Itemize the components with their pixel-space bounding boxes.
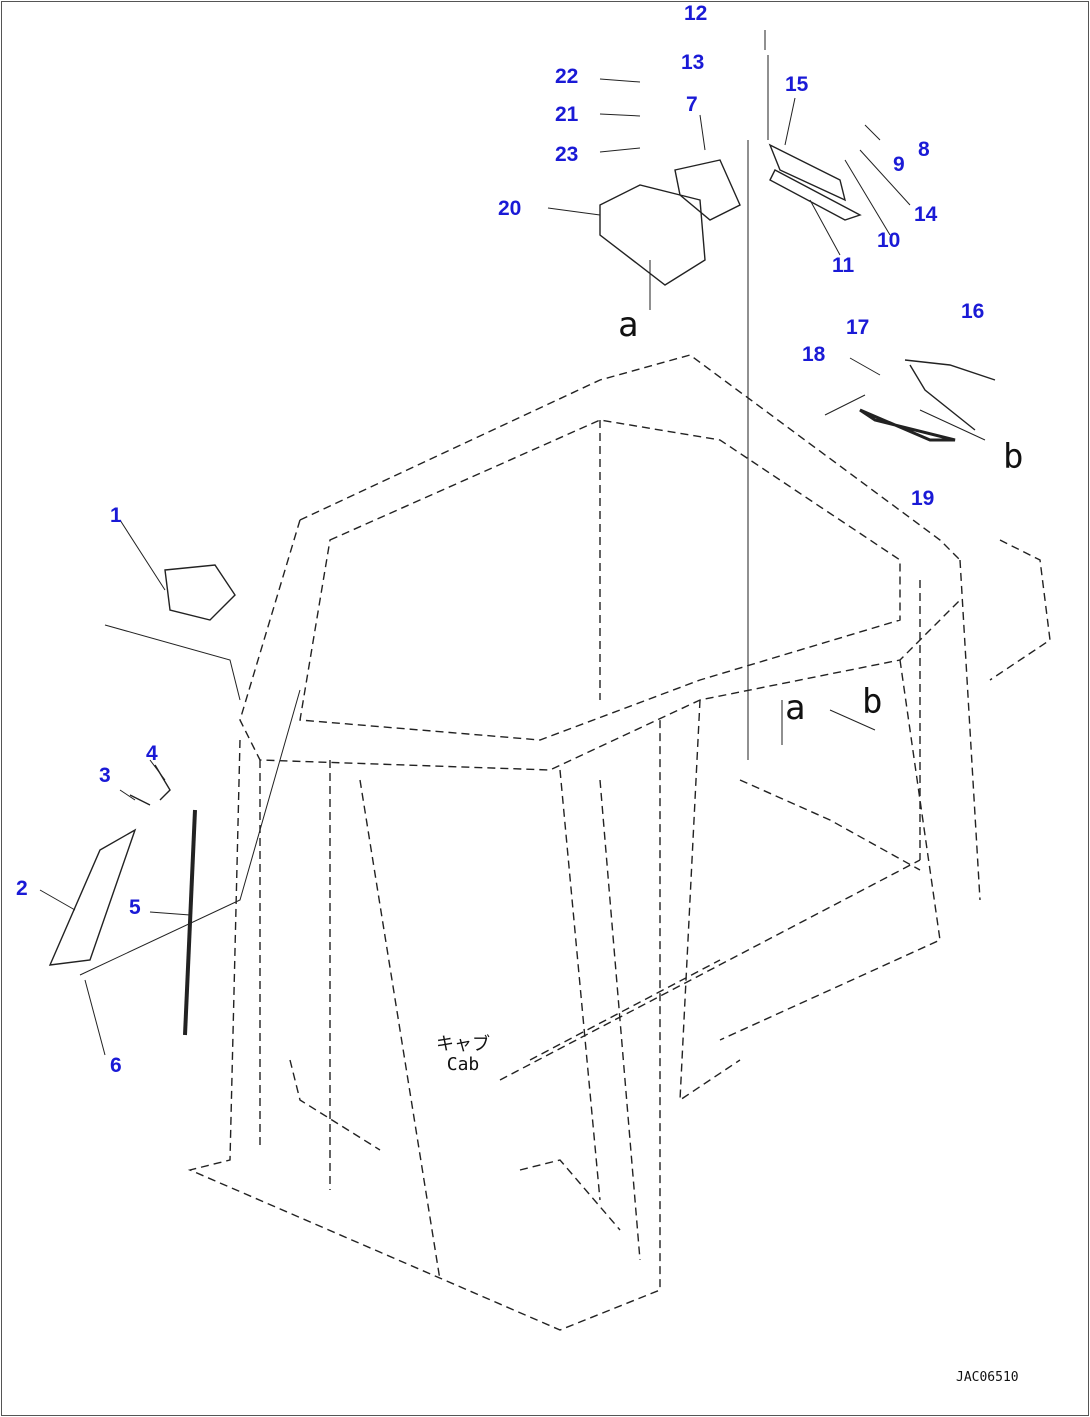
callout-20: 20 bbox=[498, 197, 522, 220]
callout-6: 6 bbox=[110, 1054, 122, 1077]
callout-22: 22 bbox=[555, 65, 579, 88]
callout-1: 1 bbox=[110, 504, 122, 527]
callout-16: 16 bbox=[961, 300, 985, 323]
callout-8: 8 bbox=[918, 138, 930, 161]
parts bbox=[48, 143, 996, 1036]
cab-label-en: Cab bbox=[446, 1054, 480, 1075]
ref-a-frame: a bbox=[785, 688, 806, 728]
callout-7: 7 bbox=[686, 93, 698, 116]
callout-10: 10 bbox=[877, 229, 901, 252]
cab-label-jp: キャブ bbox=[436, 1034, 490, 1055]
callout-11: 11 bbox=[832, 254, 855, 277]
ref-a-top: a bbox=[618, 305, 639, 345]
cab-label: キャブ Cab bbox=[436, 1035, 490, 1075]
callout-2: 2 bbox=[16, 877, 28, 900]
leader-lines bbox=[39, 30, 986, 1056]
ref-b-frame: b bbox=[862, 682, 883, 722]
callout-17: 17 bbox=[846, 316, 870, 339]
drawing-code: JAC06510 bbox=[956, 1370, 1019, 1385]
ref-b-top: b bbox=[1003, 437, 1024, 477]
callout-19: 19 bbox=[911, 487, 935, 510]
callout-13: 13 bbox=[681, 51, 705, 74]
callout-4: 4 bbox=[146, 742, 158, 765]
cab-frame bbox=[187, 354, 1051, 1331]
callout-14: 14 bbox=[914, 203, 938, 226]
callout-21: 21 bbox=[555, 103, 579, 126]
callout-15: 15 bbox=[785, 73, 809, 96]
callout-3: 3 bbox=[99, 764, 111, 787]
callout-23: 23 bbox=[555, 143, 579, 166]
callout-18: 18 bbox=[802, 343, 826, 366]
callout-12: 12 bbox=[684, 2, 708, 25]
callout-9: 9 bbox=[893, 153, 905, 176]
callout-5: 5 bbox=[129, 896, 141, 919]
